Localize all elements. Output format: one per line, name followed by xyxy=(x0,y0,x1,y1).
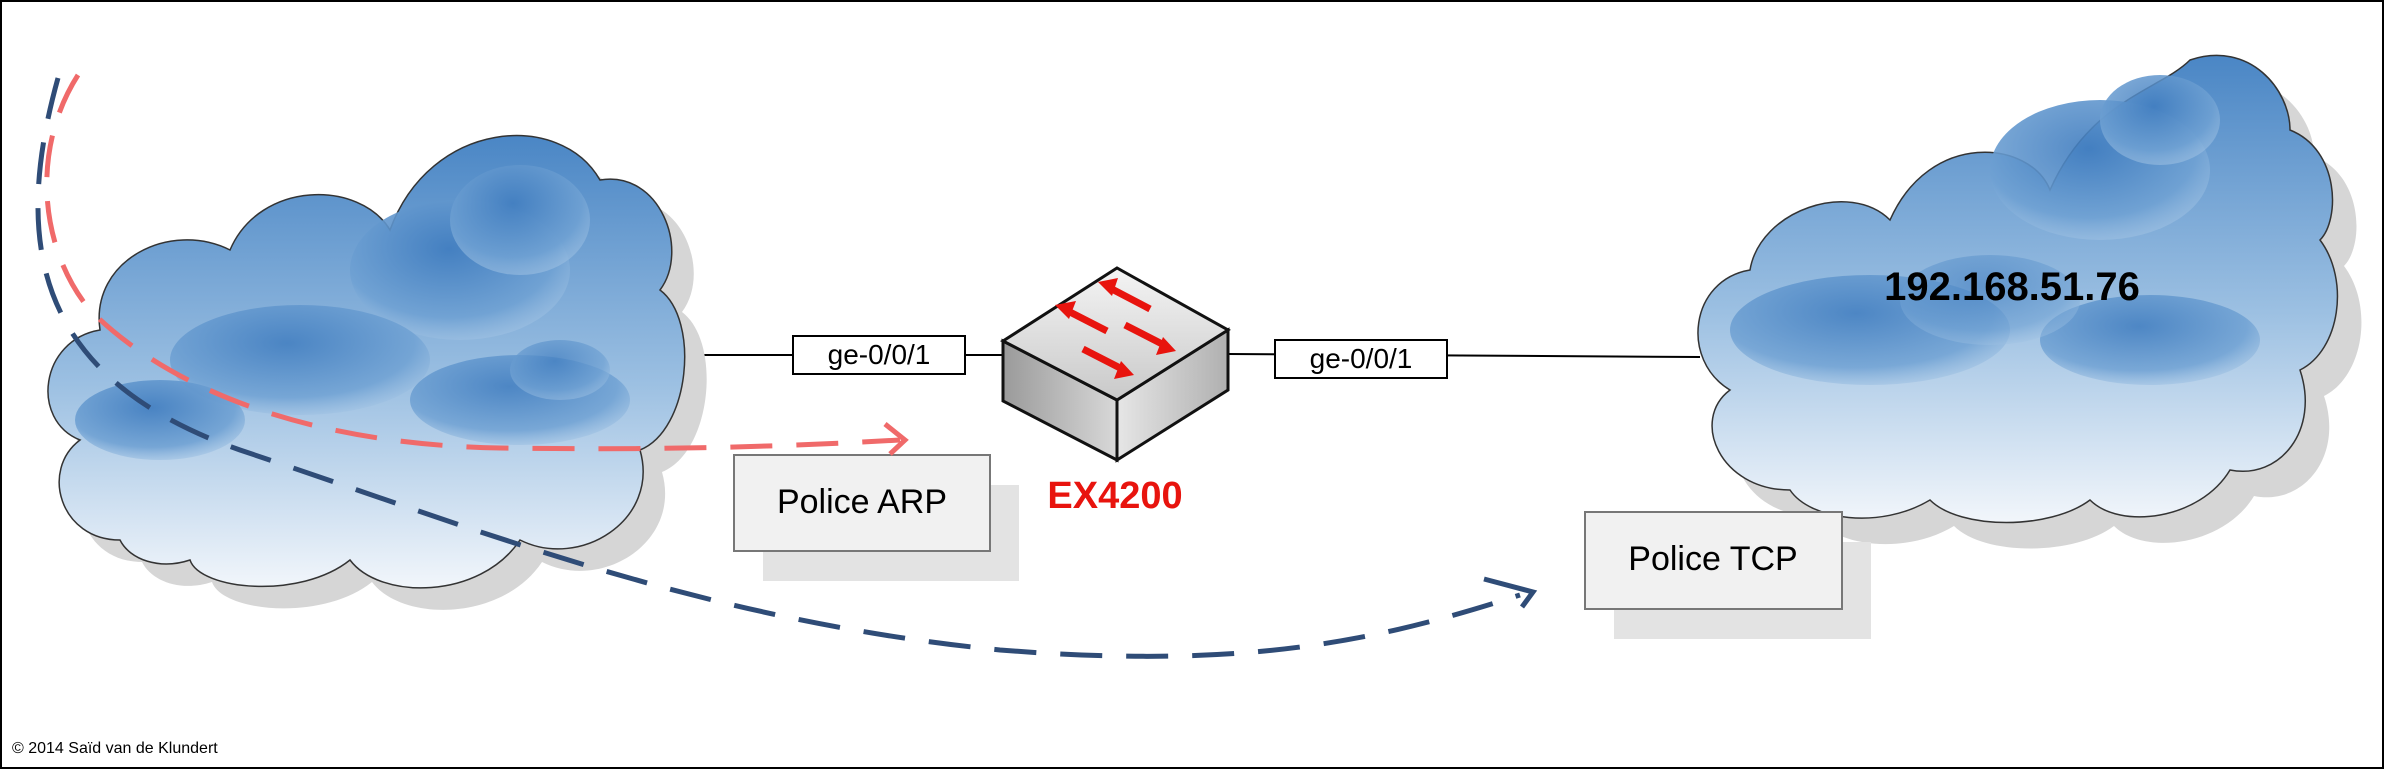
tcp-arrowhead-icon xyxy=(1483,576,1538,609)
copyright-notice: © 2014 Saïd van de Klundert xyxy=(12,740,218,757)
police-tcp-box: Police TCP xyxy=(1584,511,1871,639)
arp-flow-arrow xyxy=(44,73,909,456)
switch-model-label: EX4200 xyxy=(1047,475,1182,517)
police-arp-label: Police ARP xyxy=(777,483,947,521)
left-network-cloud xyxy=(47,134,707,610)
switch-arrows-icon xyxy=(1055,278,1176,379)
arp-arrowhead-icon xyxy=(883,422,909,456)
tcp-flow-path xyxy=(35,77,1521,659)
police-arp-box: Police ARP xyxy=(733,454,1019,581)
switch-top-face xyxy=(1000,266,1231,402)
right-port-text: ge-0/0/1 xyxy=(1310,343,1413,374)
police-tcp-label: Police TCP xyxy=(1628,540,1797,578)
right-network-cloud xyxy=(1697,54,2362,549)
ex4200-switch[interactable] xyxy=(1000,266,1231,463)
left-port-text: ge-0/0/1 xyxy=(828,339,931,370)
right-port-label: ge-0/0/1 xyxy=(1274,339,1448,379)
left-port-label: ge-0/0/1 xyxy=(792,335,966,375)
tcp-flow-arrow xyxy=(35,77,1538,659)
right-network-ip: 192.168.51.76 xyxy=(1884,265,2140,309)
arp-flow-path xyxy=(44,73,901,452)
